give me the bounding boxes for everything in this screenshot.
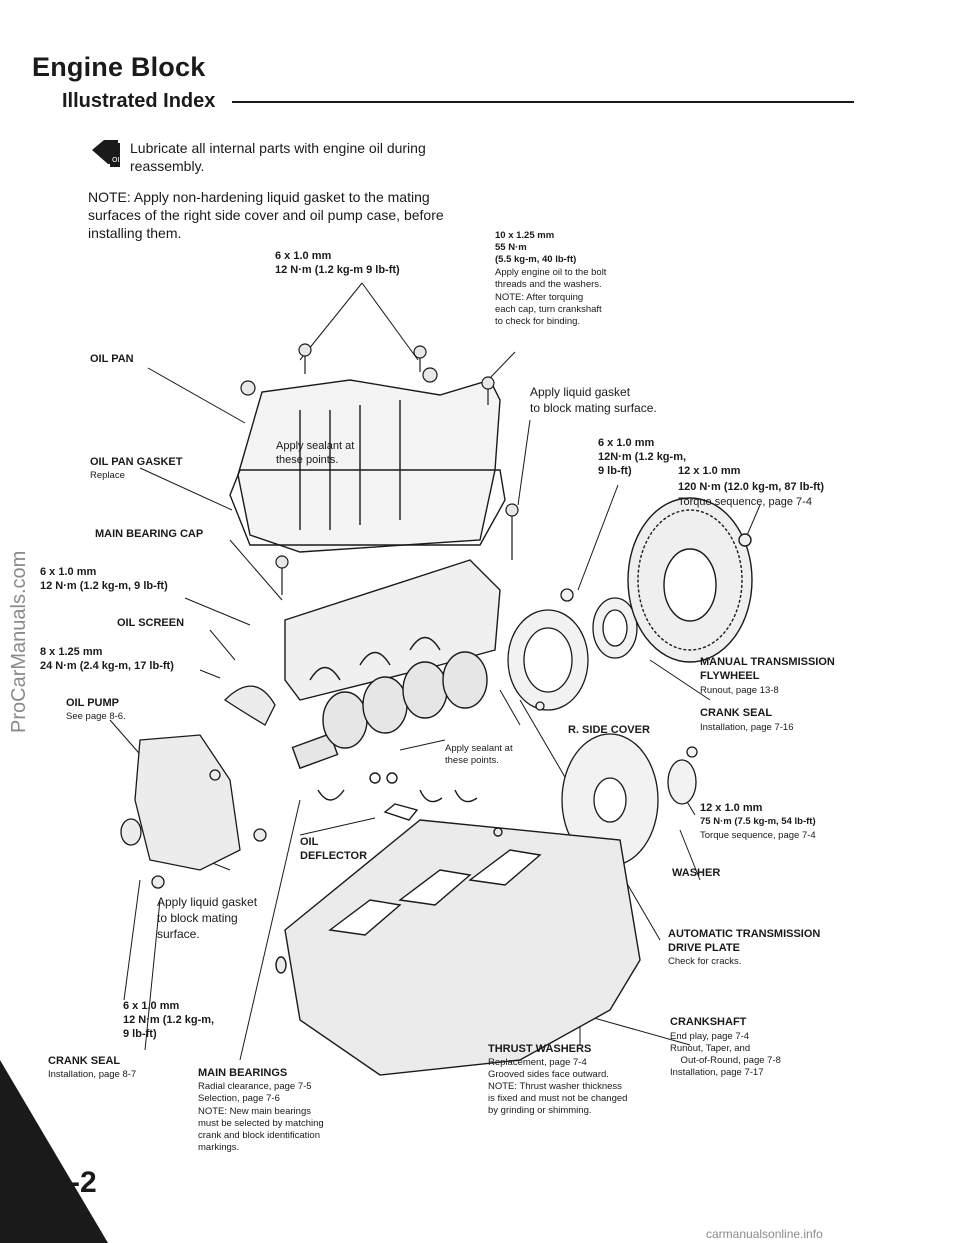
label-oil-pan: OIL PAN [90,353,134,365]
flywheel-bolt-torque: 120 N·m (12.0 kg-m, 87 lb-ft) [678,481,825,493]
label-crankshaft: CRANKSHAFT [670,1016,747,1028]
oil-pan-bolt-shapes [240,343,519,595]
main-cap-bolt-torque1: 55 N·m [495,242,527,253]
thrust-line-3: NOTE: Thrust washer thickness [488,1081,622,1092]
liquid-gasket-pump-1: Apply liquid gasket [157,895,258,909]
oil-pump-ref: See page 8-6. [66,711,126,722]
main-cap-bolt-torque2: (5.5 kg-m, 40 lb-ft) [495,254,577,265]
main-bearings-line-3: NOTE: New main bearings [198,1106,311,1117]
at-drive-plate-2: DRIVE PLATE [668,942,740,954]
main-cap-note-5: to check for binding. [495,316,581,327]
thrust-line-1: Replacement, page 7-4 [488,1057,587,1068]
sealant-crank-1: Apply sealant at [445,743,513,754]
label-main-bearing-cap: MAIN BEARING CAP [95,528,204,540]
flywheel-bolt-seq: Torque sequence, page 7-4 [678,496,812,508]
screen-bolt-torque: 24 N·m (2.4 kg-m, 17 lb-ft) [40,660,174,672]
check-cracks: Check for cracks. [668,956,742,967]
side-cover-bolt-t2: 9 lb-ft) [598,465,632,477]
drive-plate-shape [561,733,698,867]
thrust-line-4: is fixed and must not be changed [488,1093,628,1104]
liquid-gasket-top-2: to block mating surface. [530,401,657,415]
lubricate-instruction: Lubricate all internal parts with engine… [130,140,426,174]
thrust-line-5: by grinding or shimming. [488,1105,592,1116]
label-main-bearings: MAIN BEARINGS [198,1067,288,1079]
engine-block-shape [275,819,641,1076]
sealant-pan-1: Apply sealant at [276,440,355,452]
oil-pan-bolt-size: 6 x 1.0 mm [275,250,332,262]
main-cap-note-4: each cap, turn crankshaft [495,304,602,315]
main-bearings-line-6: markings. [198,1142,240,1153]
liquid-gasket-pump-3: surface. [157,927,200,941]
oil-pan-shape [229,379,506,553]
sidebar-watermark-text: ProCarManuals.com [8,550,30,733]
crank-seal-right-ref: Installation, page 7-16 [700,722,794,733]
page-corner-triangle [0,1060,108,1243]
main-cap-note-3: NOTE: After torquing [495,292,584,303]
oil-deflector-1: OIL [300,836,319,848]
crank-seal-left-ref: Installation, page 8-7 [48,1069,137,1080]
drive-plate-bolt-torque: 75 N·m (7.5 kg-m, 54 lb-ft) [700,816,816,827]
manual-flywheel-1: MANUAL TRANSMISSION [700,656,835,668]
label-washer: WASHER [672,867,721,879]
at-drive-plate-1: AUTOMATIC TRANSMISSION [668,928,821,940]
crankshaft-line-1: End play, page 7-4 [670,1031,750,1042]
pump-bolt-t1: 12 N·m (1.2 kg-m, [123,1014,215,1026]
footer-watermark: carmanualsonline.info [706,1227,823,1241]
crankshaft-line-4: Installation, page 7-17 [670,1067,764,1078]
flywheel-bolt-size: 12 x 1.0 mm [678,465,741,477]
side-cover-bolt-t1: 12N·m (1.2 kg-m, [598,451,687,463]
label-crank-seal-right: CRANK SEAL [700,707,773,719]
main-bearings-line-1: Radial clearance, page 7-5 [198,1081,312,1092]
label-oil-pan-gasket: OIL PAN GASKET [90,456,183,468]
main-cap-bolt-size: 10 x 1.25 mm [495,230,555,241]
drive-plate-bolt-size: 12 x 1.0 mm [700,802,763,814]
main-bearings-line-4: must be selected by matching [198,1118,324,1129]
label-oil-pump: OIL PUMP [66,697,119,709]
manual-flywheel-2: FLYWHEEL [700,670,760,682]
side-cover-bolt-size: 6 x 1.0 mm [598,437,655,449]
main-cap-note-1: Apply engine oil to the bolt [495,267,607,278]
main-cap-note-2: threads and the washers. [495,279,602,290]
main-bearings-line-5: crank and block identification [198,1130,320,1141]
flywheel-runout: Runout, page 13-8 [700,685,779,696]
subtitle-rule [232,101,854,103]
side-cover-shape [507,588,638,711]
assembly-note: NOTE: Apply non-hardening liquid gasket … [88,189,444,241]
page-title: Engine Block [32,52,206,82]
sealant-crank-2: these points. [445,755,499,766]
label-crank-seal-left: CRANK SEAL [48,1055,121,1067]
label-replace: Replace [90,470,125,481]
pump-bolt-t2: 9 lb-ft) [123,1028,157,1040]
label-oil-screen: OIL SCREEN [117,617,185,629]
flywheel-shape [627,497,753,663]
drive-plate-bolt-seq: Torque sequence, page 7-4 [700,830,816,841]
oil-deflector-2: DEFLECTOR [300,850,368,862]
liquid-gasket-top-1: Apply liquid gasket [530,385,631,399]
page-subtitle: Illustrated Index [62,90,216,112]
screen-bolt-size: 8 x 1.25 mm [40,646,103,658]
pump-bolt-size: 6 x 1.0 mm [123,1000,180,1012]
label-thrust-washers: THRUST WASHERS [488,1043,592,1055]
main-bearings-line-2: Selection, page 7-6 [198,1093,280,1104]
bearing-shells-shape [317,772,503,837]
thrust-line-2: Grooved sides face outward. [488,1069,609,1080]
crankshaft-line-2: Runout, Taper, and [670,1043,751,1054]
oil-pump-shape [120,685,276,889]
cap-bolt-size: 6 x 1.0 mm [40,566,97,578]
crankshaft-shape [291,651,488,770]
cap-bolt-torque: 12 N·m (1.2 kg-m, 9 lb-ft) [40,580,168,592]
crankshaft-line-3: Out-of-Round, page 7-8 [670,1055,781,1066]
page-number: -2 [70,1166,97,1199]
oil-pan-bolt-torque: 12 N·m (1.2 kg-m 9 lb-ft) [275,264,400,276]
sidebar-watermark: ProCarManuals.com [2,551,36,735]
sealant-pan-2: these points. [276,454,339,466]
liquid-gasket-pump-2: to block mating [157,911,238,925]
label-r-side-cover: R. SIDE COVER [568,724,650,736]
